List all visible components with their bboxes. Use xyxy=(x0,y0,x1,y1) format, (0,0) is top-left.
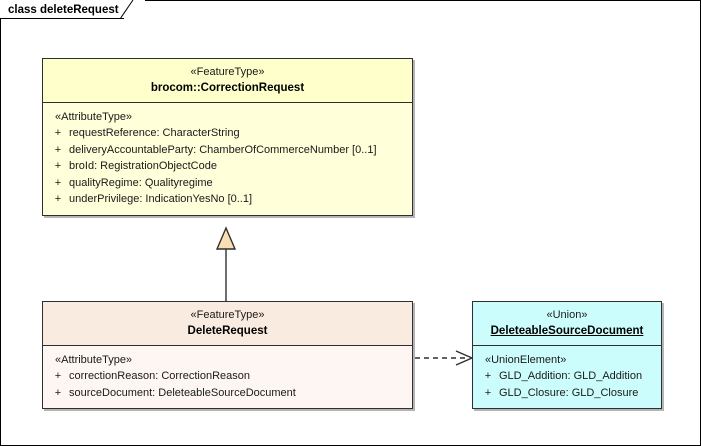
class-title: DeleteableSourceDocument xyxy=(490,325,644,337)
attribute-label: requestReference: CharacterString xyxy=(69,127,240,139)
attribute-label: deliveryAccountableParty: ChamberOfComme… xyxy=(69,143,377,156)
attribute-visibility: + xyxy=(54,127,62,139)
attribute-label: underPrivilege: IndicationYesNo [0..1] xyxy=(69,193,253,205)
class-stereotype: «FeatureType» xyxy=(190,309,265,321)
attribute-row: + broId: RegistrationObjectCode xyxy=(47,158,408,175)
attribute-row: + GLD_Closure: GLD_Closure xyxy=(477,385,657,402)
class-header-correction-request: «FeatureType» brocom::CorrectionRequest xyxy=(43,59,412,103)
attribute-visibility: + xyxy=(484,386,492,399)
attribute-visibility: + xyxy=(54,143,62,156)
diagram-frame-tab-corner-icon xyxy=(119,0,134,19)
attribute-visibility: + xyxy=(54,386,62,399)
class-box-correction-request[interactable]: «FeatureType» brocom::CorrectionRequest … xyxy=(42,58,413,216)
class-box-deleteable-source-document[interactable]: «Union» DeleteableSourceDocument «UnionE… xyxy=(472,301,662,409)
attribute-row: + underPrivilege: IndicationYesNo [0..1] xyxy=(47,191,408,208)
compartment-stereotype: «UnionElement» xyxy=(485,354,567,366)
attribute-row: + GLD_Addition: GLD_Addition xyxy=(477,368,657,385)
attribute-label: GLD_Addition: GLD_Addition xyxy=(499,370,643,382)
class-title: DeleteRequest xyxy=(187,325,268,337)
attribute-label: GLD_Closure: GLD_Closure xyxy=(499,386,639,399)
dependency-connector xyxy=(415,350,474,366)
attribute-visibility: + xyxy=(54,193,62,205)
diagram-frame-label: class deleteRequest xyxy=(8,3,119,16)
diagram-frame-tab-underline xyxy=(0,18,124,19)
attribute-row: + deliveryAccountableParty: ChamberOfCom… xyxy=(47,142,408,159)
class-box-delete-request[interactable]: «FeatureType» DeleteRequest «AttributeTy… xyxy=(42,301,413,409)
attribute-label: qualityRegime: Qualityregime xyxy=(69,176,213,189)
attribute-row: + sourceDocument: DeleteableSourceDocume… xyxy=(47,385,408,402)
compartment-stereotype: «AttributeType» xyxy=(55,111,133,123)
compartment-stereotype: «AttributeType» xyxy=(55,354,133,366)
attribute-row: + requestReference: CharacterString xyxy=(47,125,408,142)
attribute-label: sourceDocument: DeleteableSourceDocument xyxy=(69,386,296,399)
class-stereotype: «FeatureType» xyxy=(190,66,265,78)
class-stereotype: «Union» xyxy=(546,309,588,321)
class-attributes-delete-request: «AttributeType» + correctionReason: Corr… xyxy=(43,346,412,408)
attribute-visibility: + xyxy=(54,160,62,172)
generalization-connector xyxy=(215,226,237,301)
class-title: brocom::CorrectionRequest xyxy=(150,82,305,94)
attribute-visibility: + xyxy=(54,370,62,382)
class-header-delete-request: «FeatureType» DeleteRequest xyxy=(43,302,412,346)
class-attributes-correction-request: «AttributeType» + requestReference: Char… xyxy=(43,103,412,215)
attribute-visibility: + xyxy=(484,370,492,382)
attribute-row: + qualityRegime: Qualityregime xyxy=(47,175,408,192)
attribute-visibility: + xyxy=(54,176,62,189)
diagram-frame-tab: class deleteRequest xyxy=(0,0,145,19)
attribute-label: broId: RegistrationObjectCode xyxy=(69,160,217,172)
class-attributes-deleteable-source-document: «UnionElement» + GLD_Addition: GLD_Addit… xyxy=(473,346,661,408)
attribute-row: + correctionReason: CorrectionReason xyxy=(47,368,408,385)
class-header-deleteable-source-document: «Union» DeleteableSourceDocument xyxy=(473,302,661,346)
attribute-label: correctionReason: CorrectionReason xyxy=(69,370,250,382)
